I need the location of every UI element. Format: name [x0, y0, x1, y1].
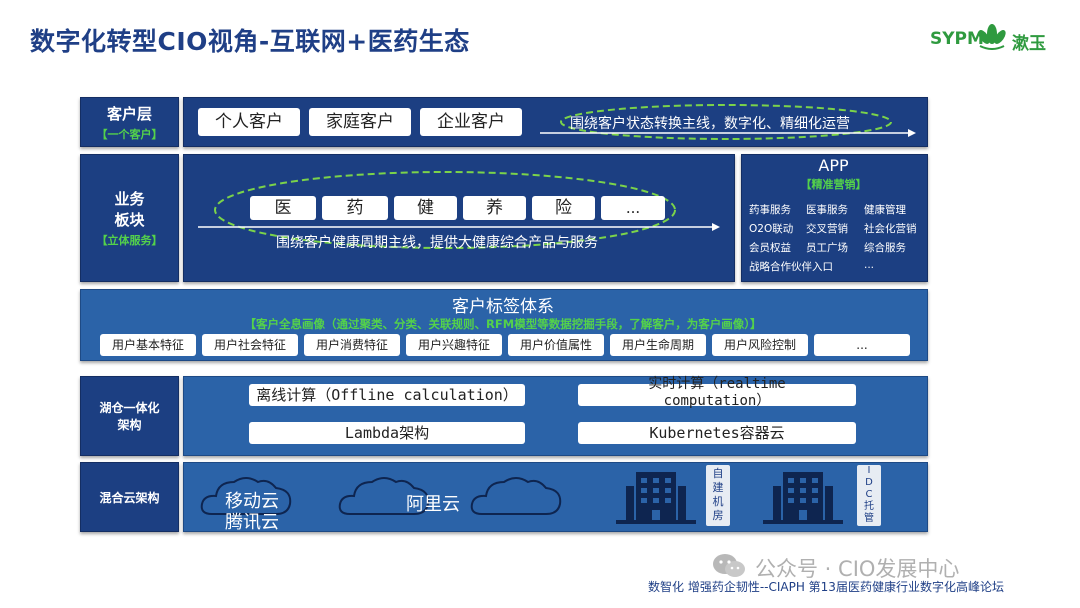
self-built-dc-text: 自 建 机 房: [706, 467, 730, 523]
dc2-char: D: [865, 477, 873, 488]
customer-box-personal: 个人客户: [198, 108, 300, 136]
app-service-item: ...: [864, 259, 875, 271]
business-item-yi: 医: [250, 196, 316, 220]
cloud-icon: [470, 477, 562, 515]
dc2-char: I: [867, 465, 871, 476]
app-title: APP: [818, 156, 849, 175]
logo-cn-text: 漱玉: [1012, 34, 1046, 54]
tag-item: 用户风险控制: [712, 334, 808, 356]
tag-item: 用户基本特征: [100, 334, 196, 356]
building-icon: [616, 472, 696, 524]
tag-item: 用户生命周期: [610, 334, 706, 356]
page-title: 数字化转型CIO视角-互联网+医药生态: [30, 27, 470, 56]
dc2-char: 管: [864, 513, 874, 524]
idc-hosting-text: I D C 托 管: [857, 465, 881, 525]
cloud1-line1: 移动云: [225, 491, 279, 512]
realtime-line1: 实时计算（realtime: [648, 376, 786, 392]
lotus-logo-icon: [978, 24, 1006, 50]
tag-item: 用户价值属性: [508, 334, 604, 356]
lakehouse-label-line2: 架构: [117, 418, 142, 432]
business-item-more: ...: [601, 196, 665, 220]
customer-layer-sub: 【一个客户】: [96, 127, 163, 141]
lambda-box: Lambda架构: [249, 422, 525, 444]
app-service-item: 会员权益: [749, 242, 791, 254]
customer-layer-panel: [183, 97, 928, 147]
realtime-calc-box: [578, 384, 856, 406]
customer-box-enterprise: 企业客户: [420, 108, 522, 136]
app-panel: [741, 154, 928, 282]
cloud1-line2: 腾讯云: [225, 512, 279, 533]
business-layer-label-box: 业务 板块 【立体服务】: [80, 154, 179, 282]
app-service-item: 健康管理: [864, 204, 906, 216]
hybrid-cloud-label-box: 混合云架构: [80, 462, 179, 532]
dc1-char: 机: [712, 495, 724, 508]
hybrid-cloud-label: 混合云架构: [99, 490, 160, 505]
app-service-item: 综合服务: [864, 242, 906, 254]
dc2-char: C: [865, 489, 873, 500]
customer-box-family: 家庭客户: [309, 108, 411, 136]
offline-calc-box: 离线计算（Offline calculation）: [249, 384, 525, 406]
app-sub: 【精准营销】: [800, 178, 867, 191]
dc1-char: 建: [712, 481, 724, 494]
app-service-item: 医事服务: [806, 204, 848, 216]
app-service-item: 药事服务: [749, 204, 791, 216]
customer-mainline-arrow: [540, 104, 916, 140]
app-service-item: O2O联动: [749, 223, 794, 235]
watermark: 公众号 · CIO发展中心: [755, 557, 960, 581]
business-mainline-arrow: [198, 171, 720, 249]
lakehouse-label-box: 湖仓一体化 架构: [80, 376, 179, 456]
business-layer-sub: 【立体服务】: [96, 234, 163, 247]
logo-text: SYPM: [930, 29, 984, 49]
cloud-icon: [200, 477, 292, 515]
cloud2-text: 阿里云: [406, 494, 460, 515]
business-label-line1: 业务: [114, 190, 145, 208]
lakehouse-label-line1: 湖仓一体化: [99, 401, 160, 415]
idc-hosting-label: [857, 465, 881, 526]
building-icon: [763, 472, 843, 524]
realtime-line2: computation）: [663, 393, 771, 409]
business-item-xian: 险: [532, 196, 595, 220]
cloud1-text: 移动云 腾讯云: [225, 491, 279, 533]
customer-mainline-text: 围绕客户状态转换主线，数字化、精细化运营: [570, 116, 850, 132]
tag-item: ...: [814, 334, 910, 356]
cloud-icon: [338, 477, 430, 515]
self-built-dc-label: [706, 465, 730, 526]
realtime-calc-text: 实时计算（realtime computation）: [578, 376, 856, 410]
business-item-jian: 健: [394, 196, 457, 220]
tag-item: 用户兴趣特征: [406, 334, 502, 356]
business-item-yang: 养: [463, 196, 526, 220]
footer-text: 数智化 增强药企韧性--CIAPH 第13届医药健康行业数字化高峰论坛: [648, 580, 1004, 594]
app-service-item: 员工广场: [806, 242, 848, 254]
app-service-item: 社会化营销: [864, 223, 917, 235]
business-item-yao: 药: [322, 196, 388, 220]
kubernetes-box: Kubernetes容器云: [578, 422, 856, 444]
tag-system-desc: 【客户全息画像（通过聚类、分类、关联规则、RFM模型等数据挖掘手段，了解客户，为…: [244, 317, 762, 331]
dc2-char: 托: [864, 501, 874, 512]
customer-layer-label-box: 客户层 【一个客户】: [80, 97, 179, 147]
dc1-char: 自: [712, 467, 724, 480]
app-service-item: 交叉营销: [806, 223, 848, 235]
tag-item: 用户社会特征: [202, 334, 298, 356]
business-label-line2: 板块: [114, 211, 145, 229]
tag-system-title: 客户标签体系: [452, 297, 554, 317]
app-service-item: 战略合作伙伴入口: [749, 261, 833, 273]
tag-item: 用户消费特征: [304, 334, 400, 356]
dc1-char: 房: [712, 509, 724, 522]
business-mainline-text: 围绕客户健康周期主线，提供大健康综合产品与服务: [276, 235, 598, 251]
customer-layer-label: 客户层: [106, 104, 152, 123]
wechat-icon: [713, 554, 745, 577]
